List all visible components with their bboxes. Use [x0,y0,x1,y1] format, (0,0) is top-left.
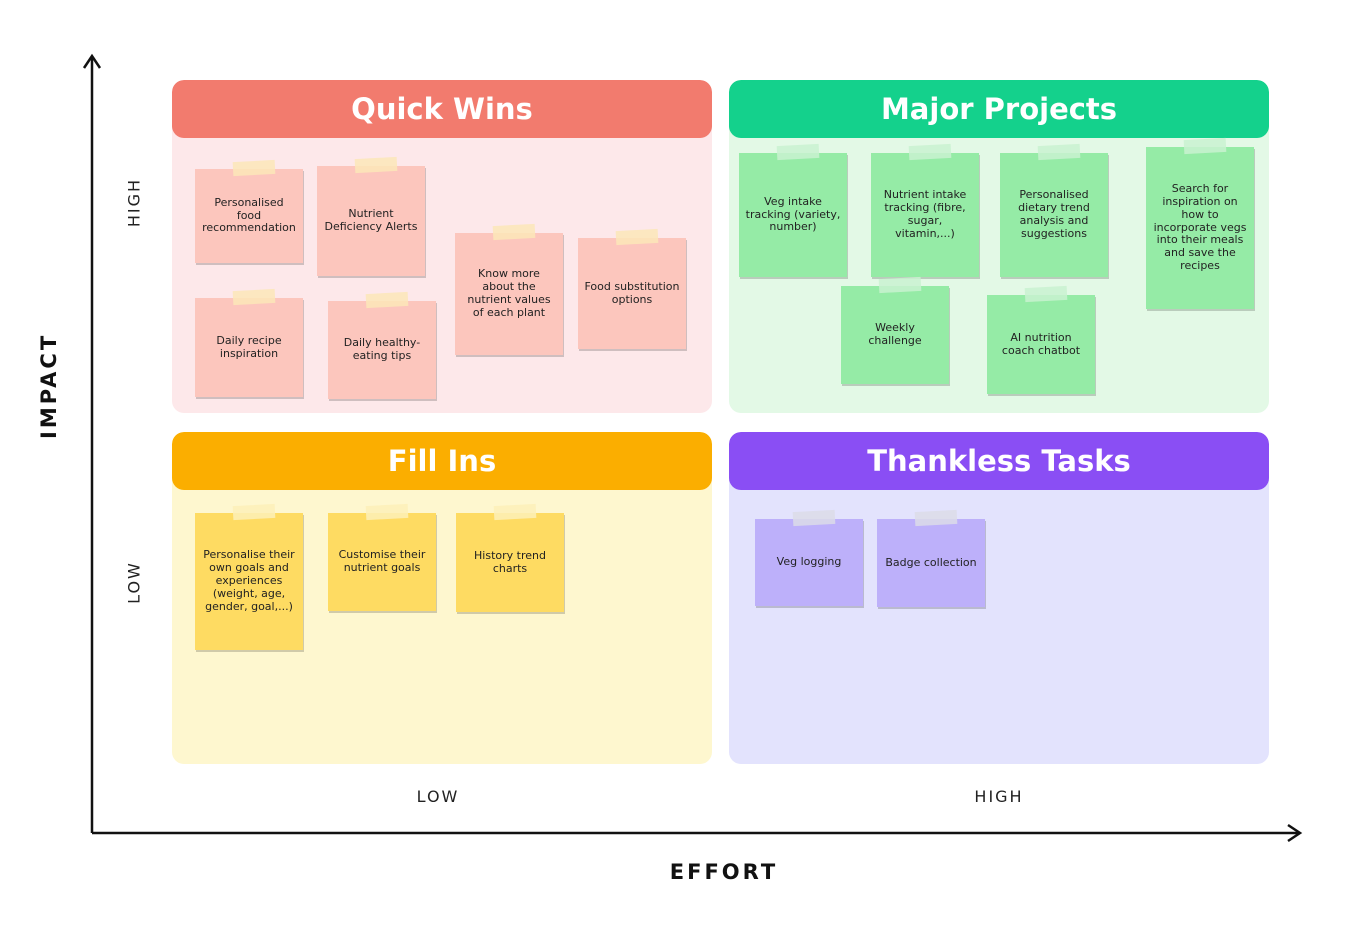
tape [493,503,537,521]
tape [878,276,922,294]
tape [492,223,536,241]
tape [792,509,836,527]
tape [232,288,276,306]
tape [914,509,958,527]
tape [354,156,398,174]
major-projects-header: Major Projects [729,80,1269,138]
sticky-note[interactable]: Veg intake tracking (variety, number) [739,143,847,277]
y-tick-low: LOW [124,561,144,604]
sticky-note[interactable]: Customise their nutrient goals [328,503,436,611]
quick-wins-header: Quick Wins [172,80,712,138]
quadrant-fill-ins: Fill Ins [172,432,712,764]
sticky-note[interactable]: Know more about the nutrient values of e… [455,223,563,355]
sticky-note[interactable]: History trend charts [456,503,564,612]
sticky-note[interactable]: Weekly challenge [841,276,949,384]
x-axis-label: EFFORT [669,860,779,884]
tape [615,228,659,246]
tape [365,503,409,521]
x-tick-high: HIGH [974,787,1024,806]
sticky-note[interactable]: Nutrient Deficiency Alerts [317,156,425,276]
tape [1183,137,1227,155]
sticky-note[interactable]: Food substitution options [578,228,686,349]
sticky-note[interactable]: Personalised food recommendation [195,159,303,263]
sticky-note[interactable]: Daily recipe inspiration [195,288,303,397]
sticky-note[interactable]: Daily healthy-eating tips [328,291,436,399]
tape [776,143,820,161]
sticky-note[interactable]: Personalised dietary trend analysis and … [1000,143,1108,277]
tape [232,503,276,521]
tape [365,291,409,309]
x-tick-low: LOW [416,787,460,806]
sticky-note[interactable]: AI nutrition coach chatbot [987,285,1095,394]
sticky-note[interactable]: Nutrient intake tracking (fibre, sugar, … [871,143,979,277]
sticky-note[interactable]: Badge collection [877,509,985,607]
sticky-note[interactable]: Personalise their own goals and experien… [195,503,303,650]
sticky-note[interactable]: Search for inspiration on how to incorpo… [1146,137,1254,309]
y-axis-label: IMPACT [37,332,61,439]
tape [1037,143,1081,161]
tape [232,159,276,177]
tape [1024,285,1068,303]
y-tick-high: HIGH [124,177,144,228]
tape [908,143,952,161]
sticky-note[interactable]: Veg logging [755,509,863,606]
thankless-tasks-header: Thankless Tasks [729,432,1269,490]
fill-ins-header: Fill Ins [172,432,712,490]
